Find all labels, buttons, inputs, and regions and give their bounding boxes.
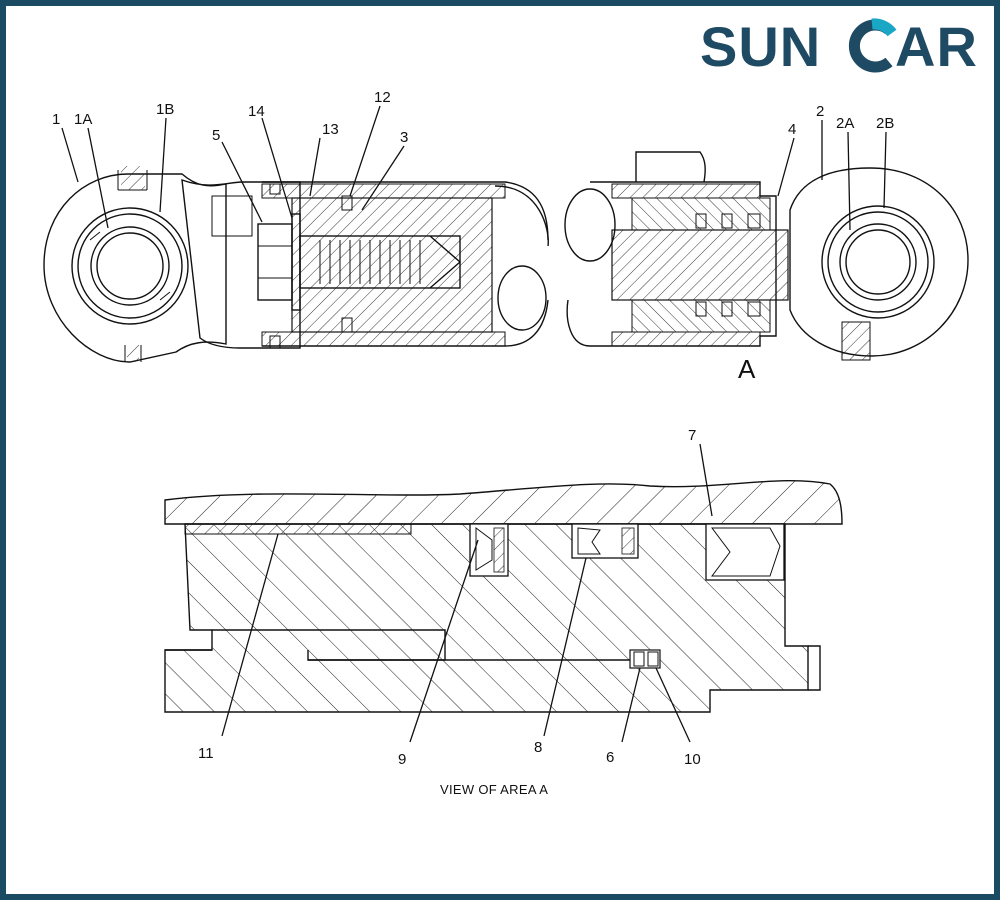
part-labels: 1 1A 1B 5 14 13 12 3 4 2 2A 2B A 7 11 9 … <box>52 89 894 797</box>
label-1b: 1B <box>156 101 174 118</box>
rod-eye-left <box>43 166 227 363</box>
bolt-thread <box>319 235 462 289</box>
label-2b: 2B <box>876 115 894 132</box>
cylinder-right-section <box>564 151 789 347</box>
cylinder-left-section <box>181 178 549 349</box>
label-6: 6 <box>606 749 614 766</box>
caption-view-of-area-a: VIEW OF AREA A <box>440 782 548 797</box>
label-area-a: A <box>738 354 756 384</box>
logo-text-right: AR <box>895 15 978 78</box>
label-13: 13 <box>322 121 339 138</box>
label-5: 5 <box>212 127 220 144</box>
label-12: 12 <box>374 89 391 106</box>
label-9: 9 <box>398 751 406 768</box>
label-2: 2 <box>816 103 824 120</box>
area-a-detail <box>164 480 843 713</box>
label-3: 3 <box>400 129 408 146</box>
label-1: 1 <box>52 111 60 128</box>
label-2a: 2A <box>836 115 854 132</box>
label-8: 8 <box>534 739 542 756</box>
label-1a: 1A <box>74 111 92 128</box>
label-10: 10 <box>684 751 701 768</box>
suncar-logo: SUN AR <box>700 15 978 78</box>
label-4: 4 <box>788 121 796 138</box>
label-7: 7 <box>688 427 696 444</box>
rod-eye-right <box>789 167 969 361</box>
label-14: 14 <box>248 103 265 120</box>
logo-c-icon <box>848 18 897 73</box>
leader-lines <box>61 105 887 743</box>
logo-text-left: SUN <box>700 15 821 78</box>
label-11: 11 <box>198 745 214 762</box>
